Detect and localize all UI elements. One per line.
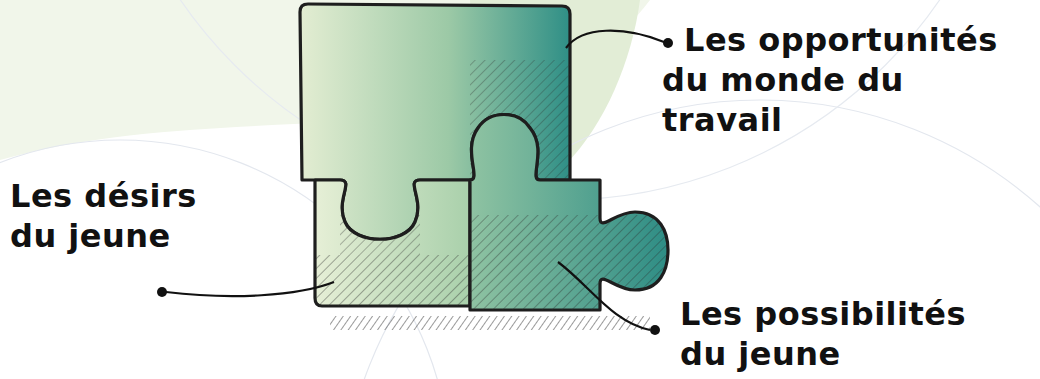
leader-dot [650, 325, 660, 335]
leader-dot [663, 38, 673, 48]
leader-line [566, 31, 664, 48]
leader-line [166, 282, 334, 296]
leader-line [558, 262, 650, 330]
piece-hatching [310, 255, 475, 315]
callout-label: Les possibilités du jeune [680, 294, 990, 374]
callout-label: Les opportunités du monde du travail [662, 20, 1034, 140]
callout-label: Les désirs du jeune [10, 176, 220, 256]
leader-dot [157, 287, 167, 297]
piece-hatching [340, 215, 420, 255]
piece-hatching [465, 215, 675, 315]
shadow-hatching [330, 316, 650, 330]
